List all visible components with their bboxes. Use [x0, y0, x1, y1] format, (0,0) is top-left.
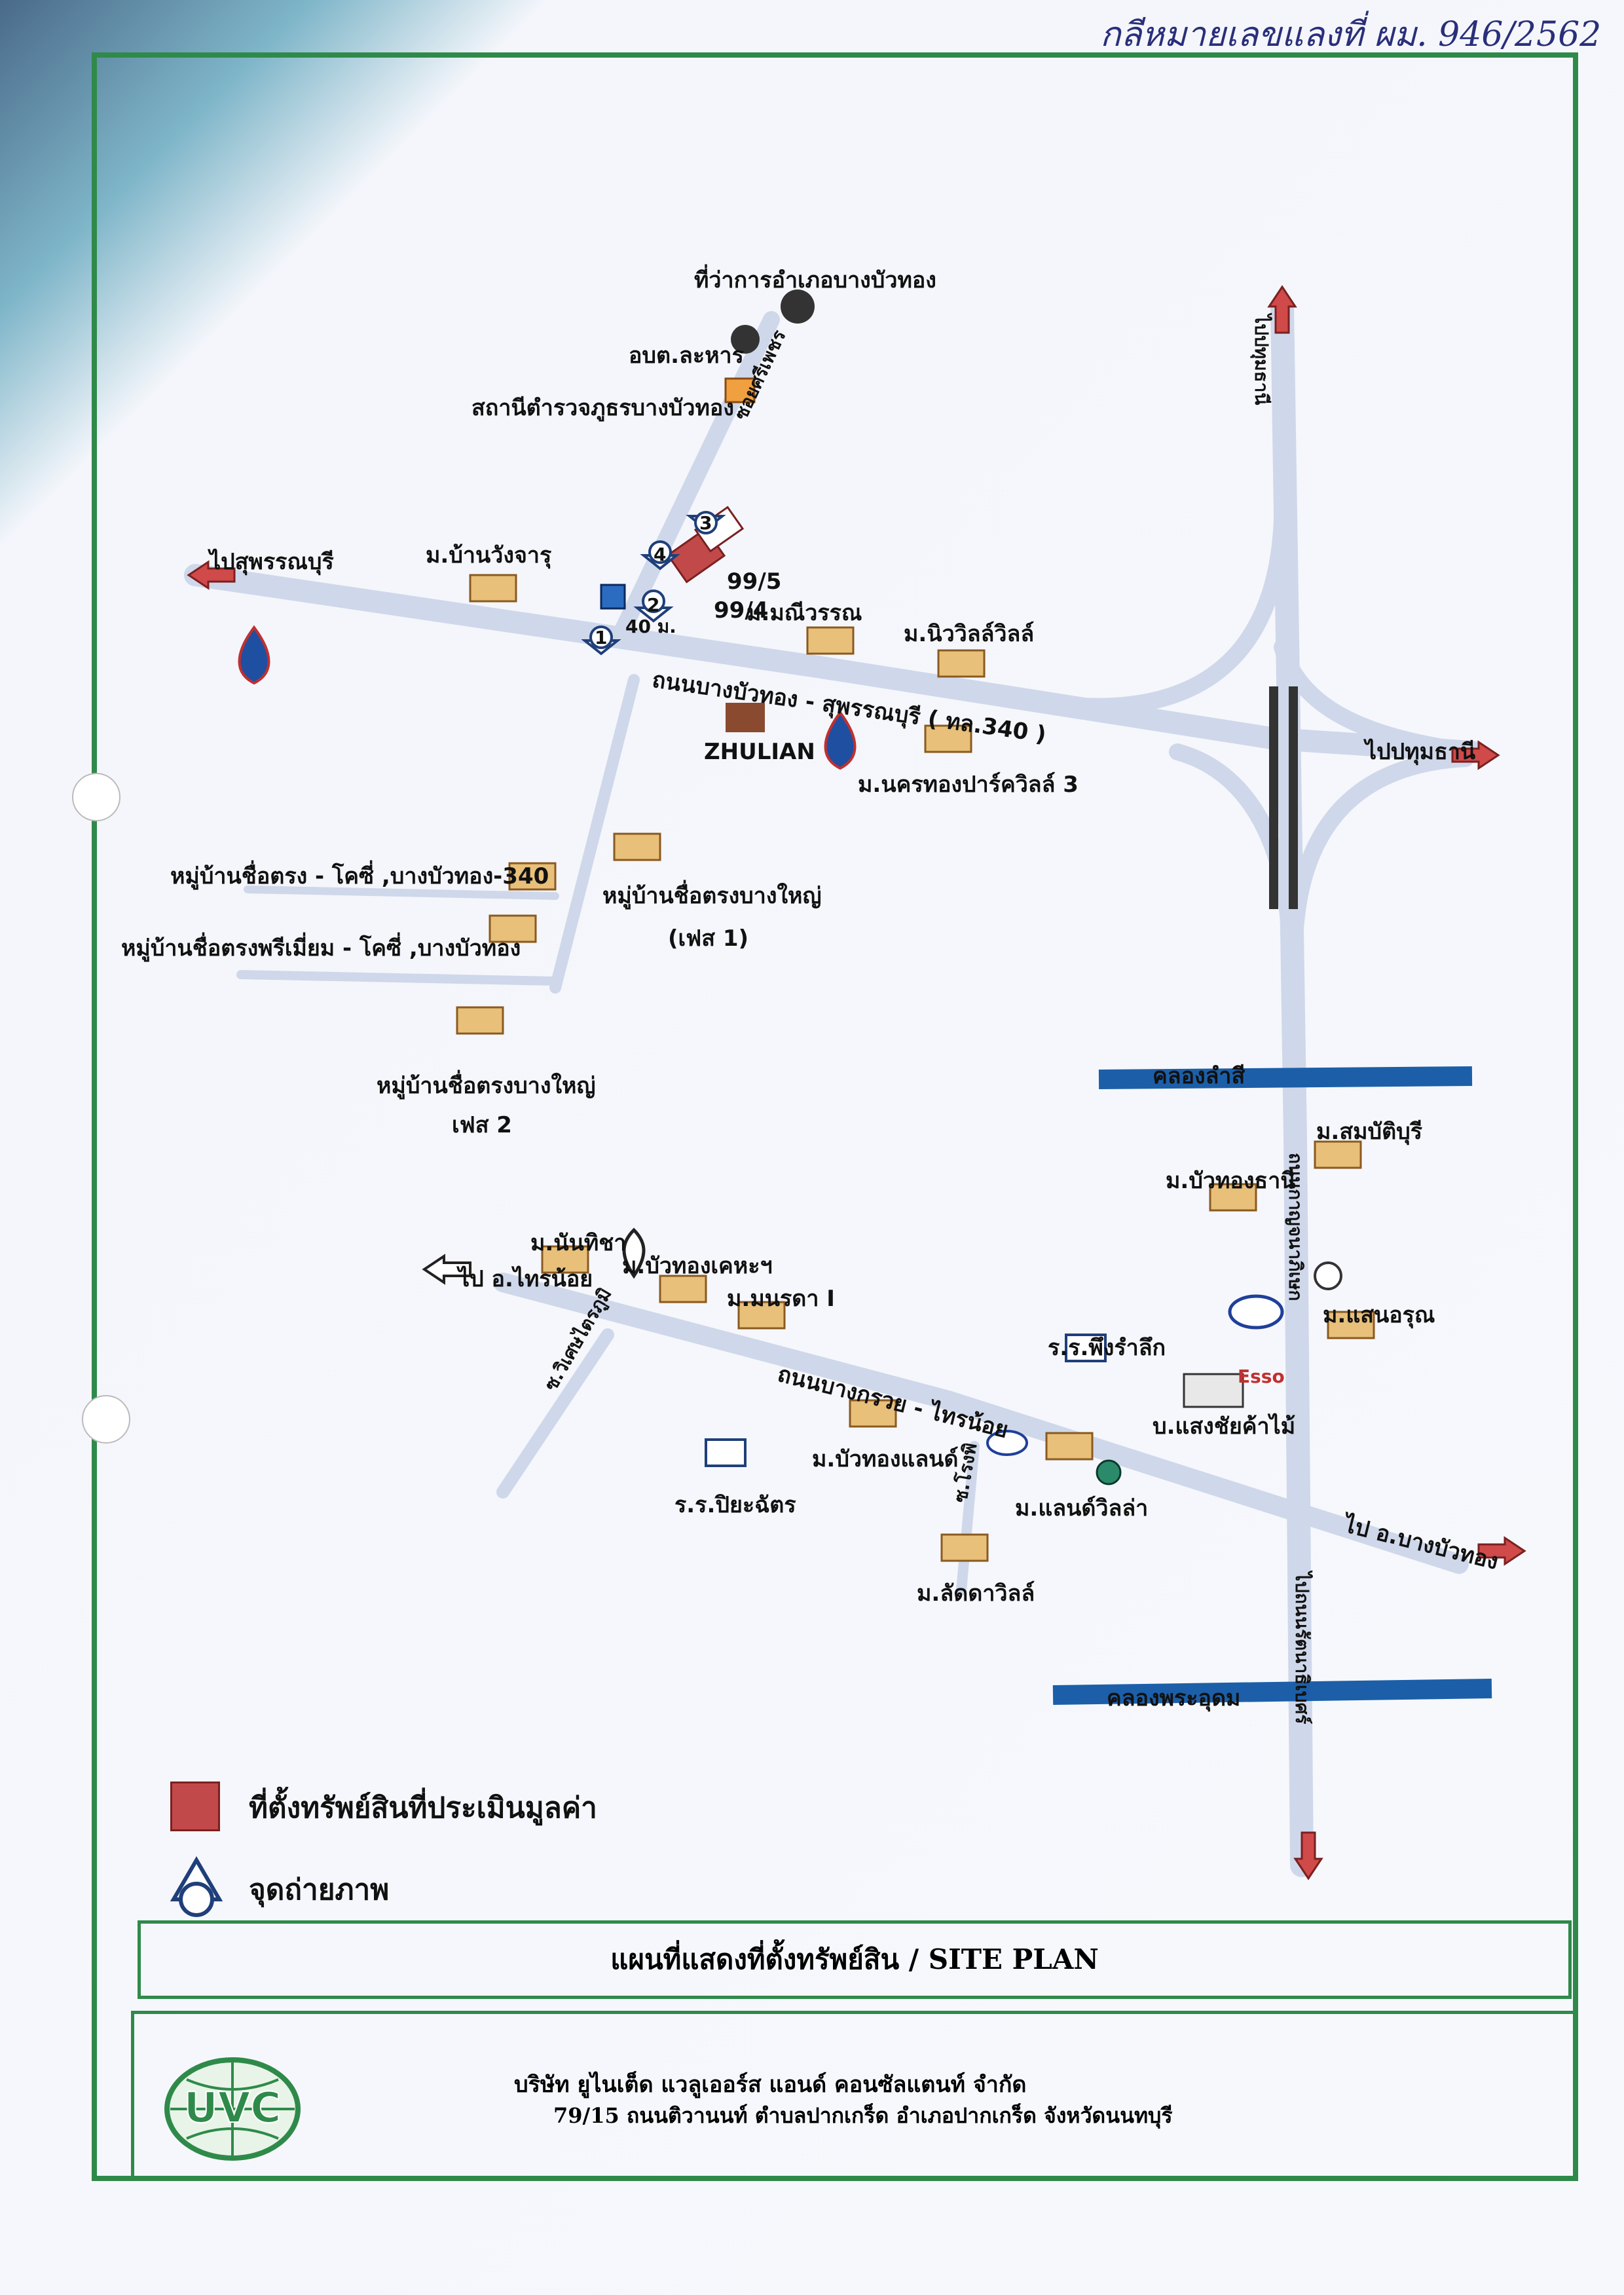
legend-photo-point-icon — [170, 1856, 223, 1917]
arrow-east — [1451, 740, 1500, 770]
canal-lamsi — [1098, 1066, 1473, 1089]
label-nakorn-park: ม.นครทองปาร์ควิลล์ 3 — [858, 772, 1079, 798]
label-point-4: 4 — [654, 544, 667, 565]
legend-property-swatch — [170, 1782, 220, 1831]
road-village-west — [236, 970, 560, 986]
photo-points — [581, 511, 726, 656]
label-point-3: 3 — [699, 512, 712, 534]
label-sangchai: บ.แสงชัยค้าไม้ — [1153, 1413, 1296, 1440]
label-zhulian: ZHULIAN — [704, 739, 815, 765]
label-to-sainoi: ไป อ.ไทรน้อย — [458, 1266, 593, 1292]
label-khlong-lamsi: คลองลำสี — [1153, 1063, 1246, 1089]
label-land-villa: ม.แลนด์วิลล่า — [1015, 1495, 1149, 1521]
label-obt: อบต.ละหาร — [629, 343, 744, 369]
handwritten-note: กลีหมายเลขแลงที่ ผม. 946/2562 — [1100, 15, 1602, 54]
label-nanthisa: ม.นันทิชา — [530, 1230, 627, 1256]
label-lot-995: 99/5 — [727, 569, 782, 595]
road-bangkruai — [493, 1273, 1469, 1574]
road-340 — [184, 564, 1483, 763]
interchange-nw — [1071, 475, 1291, 715]
label-ban-wangcharu: ม.บ้านวังจารุ — [426, 542, 552, 569]
property-marker — [666, 506, 745, 584]
company-name: บริษัท ยูไนเต็ด แวลูเออร์ส แอนด์ คอนซัลแ… — [514, 2072, 1027, 2098]
arrow-southeast — [1477, 1536, 1526, 1566]
punch-hole-bottom — [82, 1395, 130, 1444]
label-rr-phungramluek: ร.ร.พึงรำลึก — [1048, 1335, 1166, 1361]
label-chuetrong-bangyai-2: หมู่บ้านชื่อตรงบางใหญ่ — [377, 1073, 596, 1099]
arrow-west — [187, 560, 236, 590]
label-chuetrong-kori-340: หมู่บ้านชื่อตรง - โคซี่ ,บางบัวทอง-340 — [170, 863, 549, 889]
interchange-se — [1287, 750, 1474, 937]
road-kanchana — [1270, 295, 1314, 1877]
company-address: 79/15 ถนนติวานนท์ ตำบลปากเกร็ด อำเภอปากเ… — [553, 2103, 1173, 2128]
label-manorada: ม.มนรดา I — [727, 1286, 835, 1312]
label-lada-ville: ม.ลัดดาวิลล์ — [917, 1580, 1035, 1607]
road-soi-sriphet — [612, 311, 780, 643]
garuda-icon — [781, 289, 815, 324]
legend-photo-point-label: จุดถ่ายภาพ — [249, 1873, 390, 1907]
label-distance: 40 ม. — [625, 616, 676, 637]
site-plan-title: แผนที่แสดงที่ตั้งทรัพย์สิน / SITE PLAN — [610, 1943, 1099, 1975]
label-saen-arun: ม.แสนอรุณ — [1323, 1302, 1435, 1328]
interchange-ne — [1274, 639, 1481, 760]
interchange-sw — [1169, 743, 1297, 931]
site-map — [184, 285, 1526, 1880]
label-lot-994: 99/4 — [714, 597, 769, 624]
police-icon — [724, 377, 756, 403]
label-district-office: ที่ว่าการอำเภอบางบัวทอง — [694, 267, 936, 293]
label-rr-piyachat: ร.ร.ปิยะฉัตร — [674, 1492, 796, 1518]
label-to-suphan: ไปสุพรรณบุรี — [210, 549, 334, 575]
logo-text: UVC — [184, 2084, 281, 2133]
warehouse-icon — [1183, 1373, 1244, 1408]
school-icons — [705, 1334, 1107, 1467]
road-village-branch — [549, 674, 640, 994]
bank-icon — [600, 584, 626, 610]
footer-box: UVC บริษัท ยูไนเต็ด แวลูเออร์ส แอนด์ คอน… — [131, 2011, 1578, 2181]
road-soi-rongpi — [956, 1441, 980, 1595]
label-new-villa: ม.นิววิลล์วิลล์ — [904, 621, 1035, 647]
label-phase-1: (เฟส 1) — [668, 925, 749, 952]
site-plan-title-bar: แผนที่แสดงที่ตั้งทรัพย์สิน / SITE PLAN — [138, 1920, 1572, 1999]
highway-bar-left — [1269, 686, 1278, 909]
car-brand-icon — [1314, 1261, 1342, 1290]
label-point-1: 1 — [595, 627, 608, 648]
punch-hole-top — [72, 773, 120, 821]
label-point-2: 2 — [647, 594, 660, 616]
esso-logos — [986, 1294, 1284, 1456]
factory-icon — [726, 703, 765, 732]
label-buathong-thani: ม.บัวทองธานี — [1166, 1168, 1296, 1194]
label-road-kanchana: ถนนกาญจนาภิเษก — [1285, 1153, 1306, 1301]
gas-station-icons — [238, 625, 857, 770]
road-village-mid — [244, 886, 559, 900]
ptt-icon — [1096, 1459, 1122, 1485]
label-khlong-bottom: คลองพระอุดม — [1107, 1685, 1241, 1711]
highway-bar-right — [1289, 686, 1298, 909]
label-sombat: ม.สมบัติบุรี — [1316, 1119, 1422, 1145]
label-buathong-land: ม.บัวทองแลนด์ — [812, 1446, 959, 1472]
label-esso: Esso — [1238, 1366, 1285, 1387]
label-chuetrong-bangyai-1: หมู่บ้านชื่อตรงบางใหญ่ — [602, 883, 822, 909]
label-police: สถานีตำรวจภูธรบางบัวทอง — [471, 395, 734, 421]
label-to-pathum-east: ไปปทุมธานี — [1365, 739, 1476, 765]
temple-icon — [622, 1227, 646, 1279]
road-soi-wiset — [496, 1328, 614, 1499]
label-phase-2: เฟส 2 — [452, 1112, 512, 1138]
label-to-pathum-north: ไปปทุมธานี — [1251, 314, 1272, 405]
arrow-south — [1293, 1831, 1323, 1880]
arrow-west-sainoi — [422, 1254, 471, 1285]
label-chuetrong-premium: หมู่บ้านชื่อตรงพรีเมี่ยม - โคซี่ ,บางบัว… — [121, 935, 521, 961]
uvc-logo-icon: UVC — [164, 2057, 301, 2161]
arrow-north — [1267, 285, 1297, 334]
label-buathong-kheha: ม.บัวทองเคหะฯ — [622, 1253, 773, 1279]
house-icons — [456, 574, 1375, 1562]
canal-bottom — [1052, 1679, 1492, 1705]
garuda-icon-obt — [731, 325, 760, 354]
legend-property-label: ที่ตั้งทรัพย์สินที่ประเมินมูลค่า — [249, 1791, 597, 1825]
label-manee: ม.มณีวรรณ — [747, 600, 862, 626]
label-to-nonthaburi: ไปถนนรัตนาธิเบศร์ — [1291, 1572, 1313, 1725]
